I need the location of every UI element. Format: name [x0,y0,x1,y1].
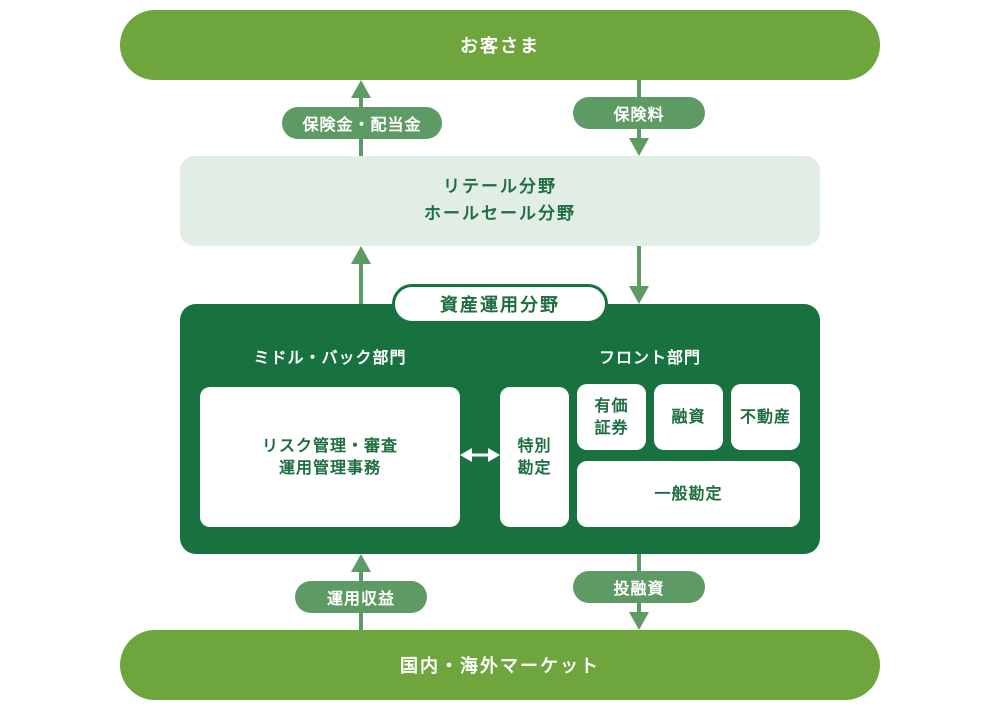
payout-label-pill: 保険金・配当金 [282,107,442,139]
front-dept-title: フロント部門 [598,348,701,367]
market-box: 国内・海外マーケット [120,630,880,700]
real-estate-box: 不動産 [731,384,800,450]
risk-management-line1: リスク管理・審査 [261,436,398,455]
asset-to-retail-arrow-head [351,246,371,264]
special-account-line2: 勘定 [517,458,552,477]
market-label: 国内・海外マーケット [400,656,600,677]
middle-back-dept-title: ミドル・バック部門 [253,348,407,367]
investment-arrow-head [629,612,649,630]
premium-label-pill: 保険料 [573,97,705,129]
payout-label: 保険金・配当金 [302,115,422,134]
investment-label: 投融資 [613,579,665,598]
general-account-label: 一般勘定 [654,484,723,503]
retail-wholesale-box: リテール分野 ホールセール分野 [180,156,820,246]
loans-label: 融資 [671,407,706,426]
special-account-box: 特別 勘定 [500,387,569,527]
risk-management-box: リスク管理・審査 運用管理事務 [200,387,460,527]
customer-label: お客さま [460,36,540,57]
securities-box: 有価 証券 [577,384,646,450]
payout-arrow-head [351,80,371,98]
customer-box: お客さま [120,10,880,80]
general-account-box: 一般勘定 [577,461,800,527]
special-account-line1: 特別 [517,436,552,455]
retail-label: リテール分野 [443,177,557,197]
securities-line2: 証券 [594,418,629,437]
securities-line1: 有価 [594,396,629,415]
retail-to-asset-arrow-head [629,286,649,304]
premium-arrow-head [629,138,649,156]
investment-label-pill: 投融資 [573,571,705,603]
premium-label: 保険料 [613,105,665,124]
bidirectional-arrow-icon [460,448,500,462]
loans-box: 融資 [654,384,723,450]
real-estate-label: 不動産 [739,407,791,426]
wholesale-label: ホールセール分野 [424,204,576,224]
return-arrow-head [351,554,371,572]
risk-management-line2: 運用管理事務 [278,458,381,477]
asset-management-title-pill: 資産運用分野 [392,284,608,324]
asset-management-title: 資産運用分野 [440,295,560,316]
return-label-pill: 運用収益 [295,581,427,613]
return-label: 運用収益 [326,589,395,608]
